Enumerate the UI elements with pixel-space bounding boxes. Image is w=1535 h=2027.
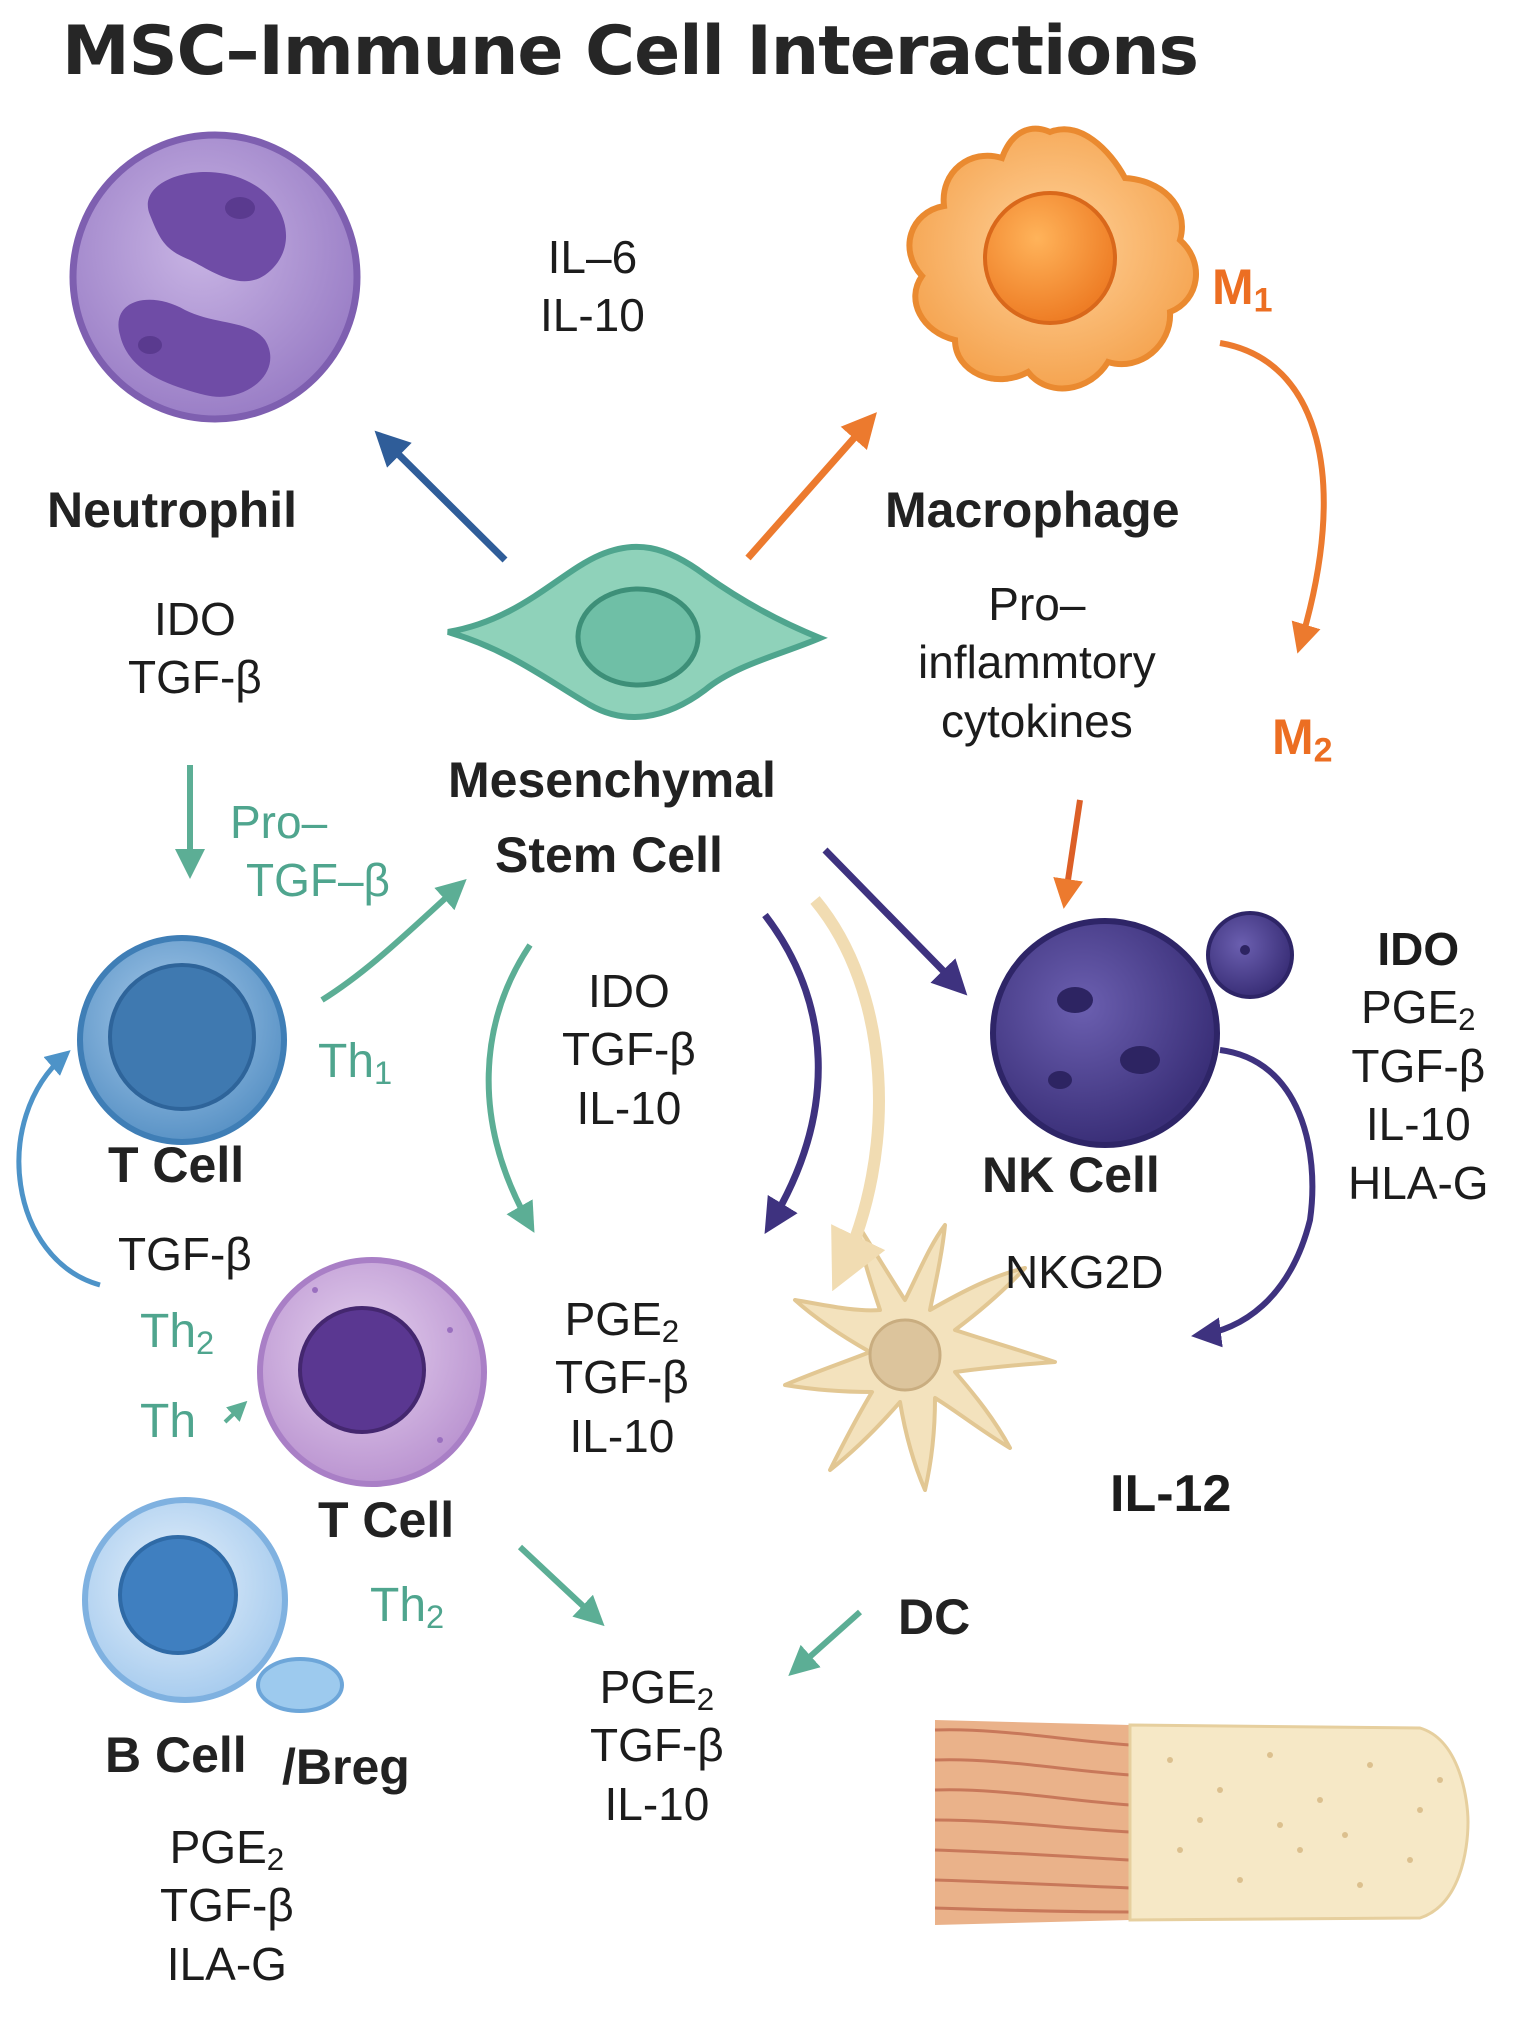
arrow-msc-to-dc [810, 896, 886, 1292]
th2-bottom-label: Th2 [370, 1579, 444, 1633]
bcell-pge2: PGE2 [160, 1818, 294, 1876]
lower-pge-base: PGE [599, 1661, 697, 1713]
m1-sub: 1 [1253, 281, 1273, 320]
bcell-tgf: TGF-β [160, 1879, 294, 1932]
arrow-dc-to-lower-factors [788, 1609, 862, 1676]
nk-il10: IL-10 [1365, 1098, 1471, 1151]
tcell-pge-sub: 2 [661, 1313, 680, 1349]
th1-label: Th1 [318, 1035, 392, 1089]
center-factors: IDO TGF-β IL-10 [562, 962, 696, 1137]
m1-base: M [1212, 259, 1254, 315]
arrow-msc-to-neutrophil [374, 430, 508, 563]
nk-factors: IDO PGE2 TGF-β IL-10 HLA-G [1348, 920, 1489, 1212]
lower-pge-sub: 2 [696, 1681, 715, 1717]
m1-label: M1 [1212, 259, 1273, 317]
msc-label-line1: Mesenchymal [448, 752, 776, 808]
dc-label: DC [898, 1589, 971, 1645]
nk-hlag: HLA-G [1348, 1156, 1489, 1209]
center-il10: IL-10 [576, 1081, 682, 1134]
pro-line: Pro– [988, 578, 1086, 630]
t-cell-blue [77, 935, 287, 1145]
nk-pge-base: PGE [1361, 981, 1459, 1034]
macrophage-factors: Pro– inflammtory cytokines [918, 575, 1156, 750]
arrow-msc-to-tcell-purple [485, 943, 535, 1233]
center-tgf: TGF-β [562, 1023, 696, 1076]
nk-ido: IDO [1377, 923, 1460, 975]
diagram-title: MSC–Immune Cell Interactions [62, 12, 1199, 91]
il10-text: IL-10 [540, 289, 645, 342]
tissue-graphic [934, 1720, 1470, 1925]
arrow-msc-to-macrophage [745, 412, 877, 561]
lower-tgf: TGF-β [590, 1719, 724, 1772]
th2-bottom-base: Th [370, 1579, 427, 1632]
th2-left-label: Th2 [140, 1305, 214, 1359]
b-cell-label: B Cell [105, 1727, 247, 1783]
bcell-factors: PGE2 TGF-β ILA-G [160, 1818, 294, 1993]
t-cell-bottom-label: T Cell [318, 1492, 455, 1548]
th2-bottom-sub: 2 [426, 1598, 445, 1636]
msc-cell [447, 543, 828, 720]
macrophage-label: Macrophage [885, 482, 1180, 538]
tgf-beta-text: TGF-β [128, 651, 262, 704]
tcell-pge2: PGE2 [555, 1290, 689, 1348]
inflammatory-line: inflammtory [918, 636, 1156, 689]
t-cell-purple [257, 1257, 487, 1487]
pro-text: Pro– [230, 796, 328, 848]
neutrophil-factors: IDO TGF-β [128, 590, 262, 707]
lower-pge2: PGE2 [590, 1658, 724, 1716]
ido-text: IDO [153, 593, 236, 645]
msc-label-line2: Stem Cell [495, 827, 723, 883]
bcell-pge-sub: 2 [266, 1841, 285, 1877]
th1-sub: 1 [374, 1054, 393, 1092]
nk-pge-sub: 2 [1458, 1002, 1476, 1038]
bcell-ilag: ILA-G [166, 1937, 287, 1990]
lower-factors: PGE2 TGF-β IL-10 [590, 1658, 724, 1833]
nk-cell-label: NK Cell [982, 1147, 1160, 1203]
arrow-m1-to-m2 [1219, 340, 1327, 654]
neutrophil-cell [69, 131, 361, 423]
arrow-tcell-to-lower-factors [517, 1544, 605, 1627]
t-cell-top-label: T Cell [108, 1137, 245, 1193]
arrow-tcell-to-msc [320, 878, 467, 1003]
cytokines-line: cytokines [940, 694, 1133, 747]
bcell-pge-base: PGE [169, 1821, 267, 1873]
b-cell [82, 1497, 344, 1713]
m2-sub: 2 [1313, 731, 1333, 770]
arrow-cytokines-to-nk [1053, 799, 1083, 909]
arrow-msc-to-center [762, 912, 822, 1234]
il6-il10-label: IL–6 IL-10 [540, 228, 645, 345]
dendritic-cell [783, 1223, 1057, 1492]
tcell-factors: PGE2 TGF-β IL-10 [555, 1290, 689, 1465]
tgf-text: TGF–β [246, 854, 391, 907]
il12-label: IL-12 [1110, 1465, 1232, 1523]
nk-tgf: TGF-β [1351, 1039, 1486, 1092]
th-arrow-label: Th [140, 1395, 197, 1448]
nk-cell [990, 911, 1294, 1148]
lower-il10: IL-10 [604, 1777, 710, 1830]
il6-text: IL–6 [547, 231, 638, 283]
th2-left-sub: 2 [196, 1324, 215, 1362]
macrophage-cell [906, 125, 1199, 392]
m2-label: M2 [1272, 709, 1333, 767]
tcell-pge-base: PGE [564, 1293, 662, 1345]
arrow-nk-to-dc [1191, 1047, 1316, 1348]
arrow-msc-to-nk [822, 847, 968, 996]
arrow-tcell-loop [16, 1050, 101, 1288]
t-cell-top-factor: TGF-β [118, 1228, 252, 1280]
nk-marker-label: NKG2D [1005, 1246, 1164, 1298]
arrow-th-small [223, 1400, 248, 1424]
neutrophil-label: Neutrophil [47, 482, 297, 538]
pro-tgf-label: Pro– TGF–β [230, 793, 390, 910]
center-ido: IDO [587, 965, 670, 1017]
nk-pge2: PGE2 [1348, 978, 1489, 1036]
th1-base: Th [318, 1035, 375, 1088]
th2-left-base: Th [140, 1305, 197, 1358]
tcell-il10: IL-10 [569, 1409, 675, 1462]
m2-base: M [1272, 709, 1314, 765]
breg-label: /Breg [282, 1739, 410, 1795]
tcell-tgf: TGF-β [555, 1351, 689, 1404]
